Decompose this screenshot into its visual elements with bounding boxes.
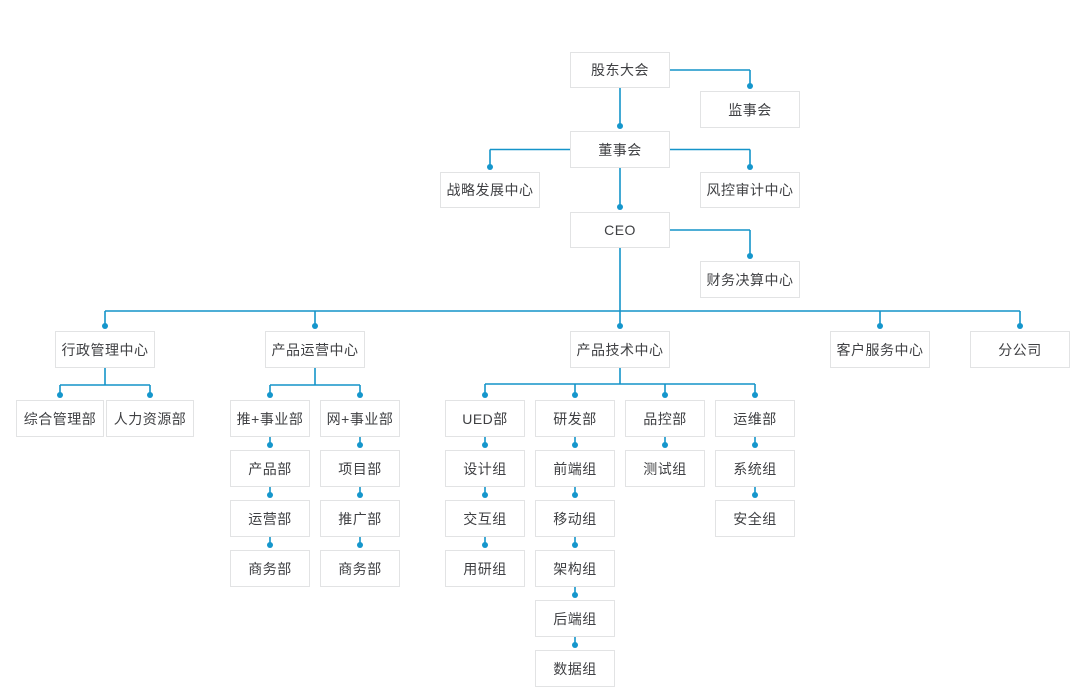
org-node-research_group: 用研组 <box>445 550 525 587</box>
org-node-branch: 分公司 <box>970 331 1070 368</box>
org-node-design_group: 设计组 <box>445 450 525 487</box>
org-node-arch_group: 架构组 <box>535 550 615 587</box>
org-node-rd_dept: 研发部 <box>535 400 615 437</box>
org-node-general_admin: 综合管理部 <box>16 400 104 437</box>
org-node-tui_division: 推+事业部 <box>230 400 310 437</box>
org-node-board: 董事会 <box>570 131 670 168</box>
org-node-finance: 财务决算中心 <box>700 261 800 298</box>
org-node-admin_center: 行政管理中心 <box>55 331 155 368</box>
org-node-data_group: 数据组 <box>535 650 615 687</box>
org-node-business_dept_1: 商务部 <box>230 550 310 587</box>
org-node-ued_dept: UED部 <box>445 400 525 437</box>
org-node-ceo: CEO <box>570 212 670 248</box>
org-node-ops_center: 产品运营中心 <box>265 331 365 368</box>
org-node-shareholders: 股东大会 <box>570 52 670 88</box>
org-node-frontend_group: 前端组 <box>535 450 615 487</box>
org-node-supervisory: 监事会 <box>700 91 800 128</box>
org-node-system_group: 系统组 <box>715 450 795 487</box>
org-node-hr: 人力资源部 <box>106 400 194 437</box>
org-node-qc_dept: 品控部 <box>625 400 705 437</box>
org-node-backend_group: 后端组 <box>535 600 615 637</box>
org-node-project_dept: 项目部 <box>320 450 400 487</box>
org-node-interaction_group: 交互组 <box>445 500 525 537</box>
org-node-risk: 风控审计中心 <box>700 172 800 208</box>
org-node-mobile_group: 移动组 <box>535 500 615 537</box>
org-node-om_dept: 运维部 <box>715 400 795 437</box>
org-node-business_dept_2: 商务部 <box>320 550 400 587</box>
org-node-security_group: 安全组 <box>715 500 795 537</box>
org-node-promotion_dept: 推广部 <box>320 500 400 537</box>
org-node-service_center: 客户服务中心 <box>830 331 930 368</box>
org-node-test_group: 测试组 <box>625 450 705 487</box>
org-node-product_dept: 产品部 <box>230 450 310 487</box>
org-node-strategy: 战略发展中心 <box>440 172 540 208</box>
org-node-operation_dept: 运营部 <box>230 500 310 537</box>
org-node-tech_center: 产品技术中心 <box>570 331 670 368</box>
org-node-wang_division: 网+事业部 <box>320 400 400 437</box>
